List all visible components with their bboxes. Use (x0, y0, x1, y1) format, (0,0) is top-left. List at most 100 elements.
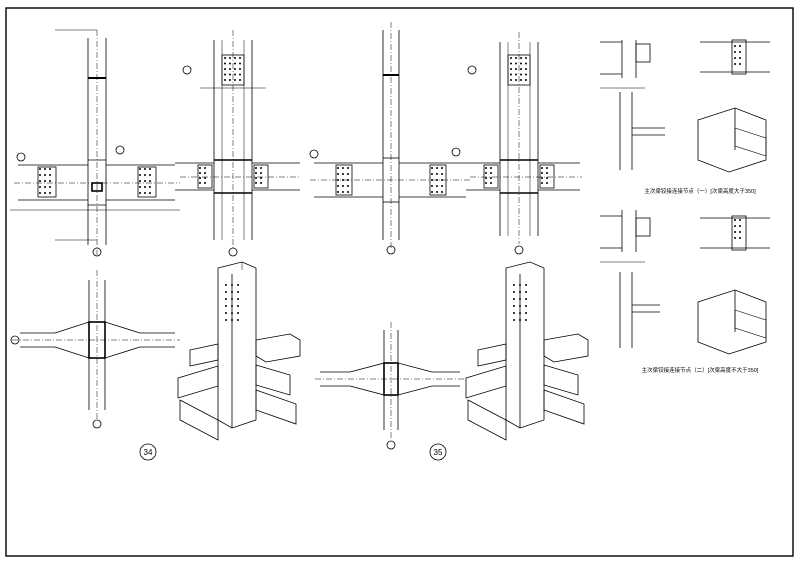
bolt-hole (49, 168, 51, 170)
bolt-hole (431, 173, 433, 175)
bolt-hole (224, 79, 226, 81)
elevation-detail-3 (309, 22, 470, 255)
bolt-hole (149, 180, 151, 182)
bolt-hole (525, 291, 527, 293)
bolt-hole (513, 312, 515, 314)
bolt-hole (337, 173, 339, 175)
bolt-hole (237, 284, 239, 286)
bolt-hole (231, 312, 233, 314)
bolt-hole (520, 57, 522, 59)
bolt-hole (546, 182, 548, 184)
bolt-hole (515, 79, 517, 81)
bolt-hole (734, 219, 736, 221)
bolt-hole (234, 57, 236, 59)
drawing-border (5, 7, 794, 557)
bolt-hole (541, 182, 543, 184)
bolt-hole (441, 191, 443, 193)
bolt-hole (139, 186, 141, 188)
bolt-hole (49, 186, 51, 188)
bolt-hole (231, 319, 233, 321)
bolt-hole (39, 186, 41, 188)
elevation-detail-4 (466, 32, 582, 255)
bolt-hole (739, 219, 741, 221)
bolt-hole (199, 182, 201, 184)
bolt-hole (515, 68, 517, 70)
bolt-hole (541, 172, 543, 174)
bolt-hole (337, 191, 339, 193)
bolt-hole (490, 167, 492, 169)
bolt-hole (239, 79, 241, 81)
bolt-hole (510, 73, 512, 76)
bolt-hole (441, 185, 443, 187)
bolt-hole (510, 62, 512, 65)
bolt-hole (520, 62, 522, 65)
elevation-detail-1 (10, 29, 180, 257)
detail-1-caption: 主次梁铰接连接节点（一）[次梁高度大于350] (644, 187, 756, 195)
bolt-hole (739, 45, 741, 47)
bolt-hole (44, 174, 46, 176)
bolt-hole (44, 180, 46, 182)
bolt-hole (229, 62, 231, 65)
bolt-hole (546, 172, 548, 174)
bolt-hole (39, 174, 41, 176)
bolt-hole (519, 291, 521, 293)
bolt-hole (490, 182, 492, 184)
bolt-hole (337, 179, 339, 181)
bolt-hole (734, 231, 736, 233)
bolt-hole (739, 51, 741, 53)
bolt-hole (739, 57, 741, 59)
bolt-hole (225, 305, 227, 307)
bolt-hole (144, 174, 146, 176)
beam-connection-detail-1 (600, 39, 770, 173)
bolt-hole (255, 177, 257, 179)
bolt-hole (519, 305, 521, 307)
bolt-hole (525, 312, 527, 314)
bolt-hole (44, 186, 46, 188)
bolt-hole (255, 172, 257, 174)
bolt-hole (441, 179, 443, 181)
bolt-hole (139, 192, 141, 194)
bolt-hole (255, 167, 257, 169)
bolt-hole (234, 62, 236, 65)
bolt-hole (231, 284, 233, 286)
bolt-hole (347, 167, 349, 169)
bolt-hole (239, 68, 241, 70)
bolt-hole (337, 167, 339, 169)
bolt-hole (149, 168, 151, 170)
bolt-hole (510, 68, 512, 70)
bolt-hole (739, 63, 741, 65)
bolt-hole (519, 284, 521, 286)
bolt-hole (525, 79, 527, 81)
bolt-hole (490, 172, 492, 174)
bolt-hole (229, 57, 231, 59)
beam-connection-detail-2 (600, 210, 770, 355)
bolt-hole (225, 312, 227, 314)
bolt-hole (342, 179, 344, 181)
bolt-hole (436, 191, 438, 193)
bolt-hole (525, 73, 527, 76)
bolt-hole (734, 45, 736, 47)
bolt-hole (199, 167, 201, 169)
bolt-hole (225, 284, 227, 286)
section-mark-35: 35 (434, 448, 443, 457)
bolt-hole (260, 172, 262, 174)
bolt-hole (546, 177, 548, 179)
bolt-hole (44, 168, 46, 170)
bolt-hole (255, 182, 257, 184)
bolt-hole (224, 73, 226, 76)
section-mark-34-circle (139, 443, 157, 461)
bolt-hole (525, 57, 527, 59)
bolt-hole (519, 298, 521, 300)
bolt-hole (436, 185, 438, 187)
bolt-hole (139, 174, 141, 176)
bolt-hole (239, 57, 241, 59)
plan-detail-1 (10, 270, 180, 429)
bolt-hole (520, 73, 522, 76)
bolt-hole (519, 319, 521, 321)
bolt-hole (510, 57, 512, 59)
bolt-hole (342, 173, 344, 175)
bolt-hole (237, 319, 239, 321)
bolt-hole (139, 180, 141, 182)
bolt-hole (144, 192, 146, 194)
bolt-hole (149, 192, 151, 194)
